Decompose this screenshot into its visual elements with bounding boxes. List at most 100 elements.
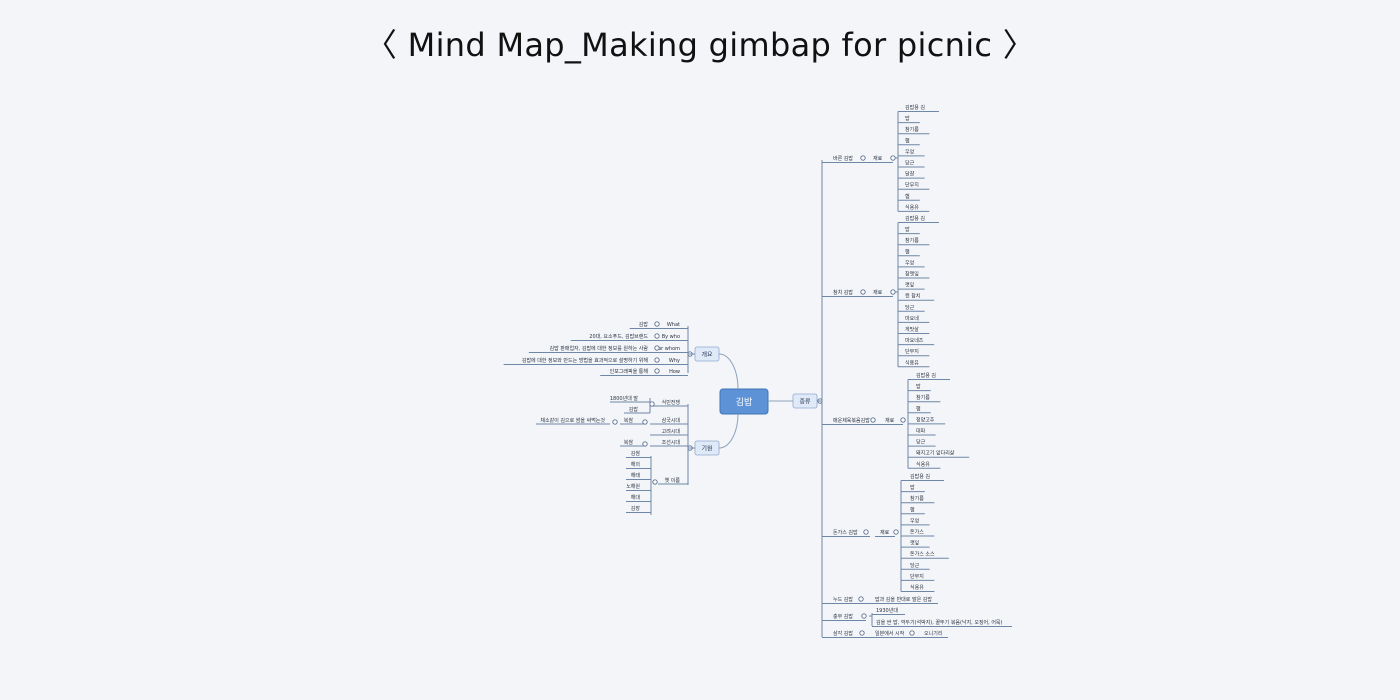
- page-title: 〈 Mind Map_Making gimbap for picnic 〉: [364, 26, 1036, 64]
- origin-joseon: 조선시대: [662, 439, 681, 446]
- type-name: 참치 김밥: [833, 289, 853, 296]
- ingredient-item: 단무지: [910, 573, 924, 580]
- origin-japan-item: 1800년대 말: [610, 395, 639, 402]
- overview-item-dot: [654, 357, 660, 363]
- origin-old-names: 옛 이름: [665, 477, 681, 484]
- origin-tk-dot2: [612, 419, 618, 425]
- origin-old-name: 김쌈: [631, 450, 641, 457]
- ingredient-item: 참기름: [905, 237, 919, 244]
- ingredient-item: 참깻잎: [905, 271, 919, 278]
- type-dot: [861, 613, 867, 619]
- ingredient-item: 돈가스 소스: [910, 551, 935, 558]
- origin-goryeo: 고려시대: [662, 428, 681, 435]
- overview-key: Why: [669, 358, 680, 364]
- ingredient-item: 식용유: [905, 359, 919, 366]
- ingredient-item: 식용유: [905, 204, 919, 211]
- type-name: 누드 김밥: [833, 596, 853, 603]
- ingredient-item: 김밥용 김: [916, 372, 936, 379]
- overview-value: 20대, 요소푸드, 김밥브랜드: [589, 333, 648, 340]
- ingredient-item: 식용유: [916, 461, 930, 468]
- ingredients-dot: [890, 155, 896, 161]
- edge-root-origin: [718, 413, 739, 449]
- origin-tk-leaf: 채소같이 김으로 쌈을 싸먹는것: [540, 417, 605, 424]
- ingredient-item: 우엉: [905, 148, 914, 155]
- origin-old-name: 김장: [631, 505, 641, 512]
- origin-joseon-child: 복쌈: [624, 439, 634, 446]
- type-name: 매운제육볶음김밥: [833, 417, 870, 424]
- overview-key: What: [667, 322, 680, 328]
- ingredient-item: 김밥용 김: [905, 104, 925, 111]
- ingredient-item: 밥: [910, 484, 915, 491]
- ingredient-item: 캔 참치: [905, 293, 920, 300]
- ingredient-item: 깻잎: [910, 540, 920, 547]
- ingredient-item: 마요네: [905, 315, 919, 322]
- overview-value: 김밥 판매업자, 김밥에 대한 정보를 원하는 사람: [549, 345, 648, 352]
- origin-tk-child: 복쌈: [624, 417, 634, 424]
- overview-item-dot: [654, 321, 660, 327]
- ingredients-dot: [900, 417, 906, 423]
- ingredient-item: 햄: [916, 405, 921, 412]
- origin-three-kingdoms: 삼국시대: [662, 417, 681, 424]
- overview-key: For whom: [655, 346, 680, 352]
- overview-key: How: [669, 369, 680, 375]
- ingredients-label: 재료: [880, 529, 890, 536]
- origin-old-name: 해태: [631, 472, 641, 479]
- ingredient-item: 돈가스: [910, 529, 924, 536]
- type-jp: 오니기리: [924, 630, 942, 637]
- ingredient-item: 김밥용 김: [910, 473, 930, 480]
- origin-old-name: 노해원: [626, 483, 640, 490]
- type-dot: [858, 596, 864, 602]
- ingredient-item: 청양고추: [916, 416, 935, 423]
- overview-item-dot: [654, 368, 660, 374]
- branch-origin-label: 기원: [701, 445, 712, 453]
- ingredients-label: 재료: [873, 155, 883, 162]
- ingredient-item: 돼지고기 앞다리살: [916, 450, 955, 457]
- type-dot: [860, 155, 866, 161]
- ingredient-item: 참기름: [905, 126, 919, 133]
- overview-item-dot: [654, 333, 660, 339]
- ingredient-item: 마요네즈: [905, 337, 924, 344]
- ingredient-item: 김밥용 김: [905, 215, 925, 222]
- type-dot: [863, 529, 869, 535]
- root-label: 김밥: [736, 396, 753, 408]
- origin-old-name: 해대: [631, 494, 641, 501]
- type-name: 삼각 김밥: [833, 630, 853, 637]
- ingredient-item: 밥: [916, 383, 921, 390]
- type-dot: [859, 630, 865, 636]
- overview-value: 김밥에 대한 정보와 만드는 방법을 효과적으로 설명하기 위해: [522, 357, 649, 364]
- type-dot: [860, 289, 866, 295]
- ingredient-item: 햄: [905, 137, 910, 144]
- edge-root-overview: [718, 353, 739, 390]
- ingredient-item: 당근: [910, 562, 920, 569]
- overview-value: 김밥: [639, 321, 649, 328]
- ingredient-item: 당근: [916, 439, 926, 446]
- overview-item-dot: [654, 345, 660, 351]
- type-dot: [870, 417, 876, 423]
- ingredient-item: 단무지: [905, 348, 919, 355]
- ingredient-item: 햄: [905, 193, 910, 200]
- ingredient-item: 밥: [905, 115, 910, 122]
- overview-value: 인포그래픽을 통해: [610, 368, 649, 375]
- ingredient-item: 우엉: [905, 259, 914, 266]
- origin-old-name: 해의: [631, 461, 640, 468]
- type-name: 돈가스 김밥: [833, 529, 858, 536]
- ingredient-item: 참기름: [910, 495, 924, 502]
- ingredient-item: 참기름: [916, 394, 930, 401]
- ingredient-item: 당근: [905, 304, 915, 311]
- ingredient-item: 대파: [916, 428, 926, 435]
- type-name: 충무 김밥: [833, 613, 853, 620]
- ingredient-item: 우엉: [910, 517, 919, 524]
- ingredient-item: 당근: [905, 160, 915, 167]
- type-desc: 김을 싼 밥, 깍두기(석박지), 꼴뚜기 볶음(낙지, 오징어, 어묵): [876, 619, 1003, 626]
- ingredients-label: 재료: [885, 417, 895, 424]
- type-desc: 밥과 김을 반대로 말은 김밥: [875, 596, 932, 603]
- origin-japan-label: 식민전쟁: [662, 399, 681, 406]
- ingredients-dot: [893, 529, 899, 535]
- ingredient-item: 깻잎: [905, 282, 915, 289]
- ingredient-item: 햄: [905, 248, 910, 255]
- type-year: 1930년대: [876, 607, 898, 614]
- origin-japan-item: 김밥: [629, 406, 639, 413]
- type-origin: 일본에서 시작: [875, 630, 905, 637]
- ingredient-item: 밥: [905, 226, 910, 233]
